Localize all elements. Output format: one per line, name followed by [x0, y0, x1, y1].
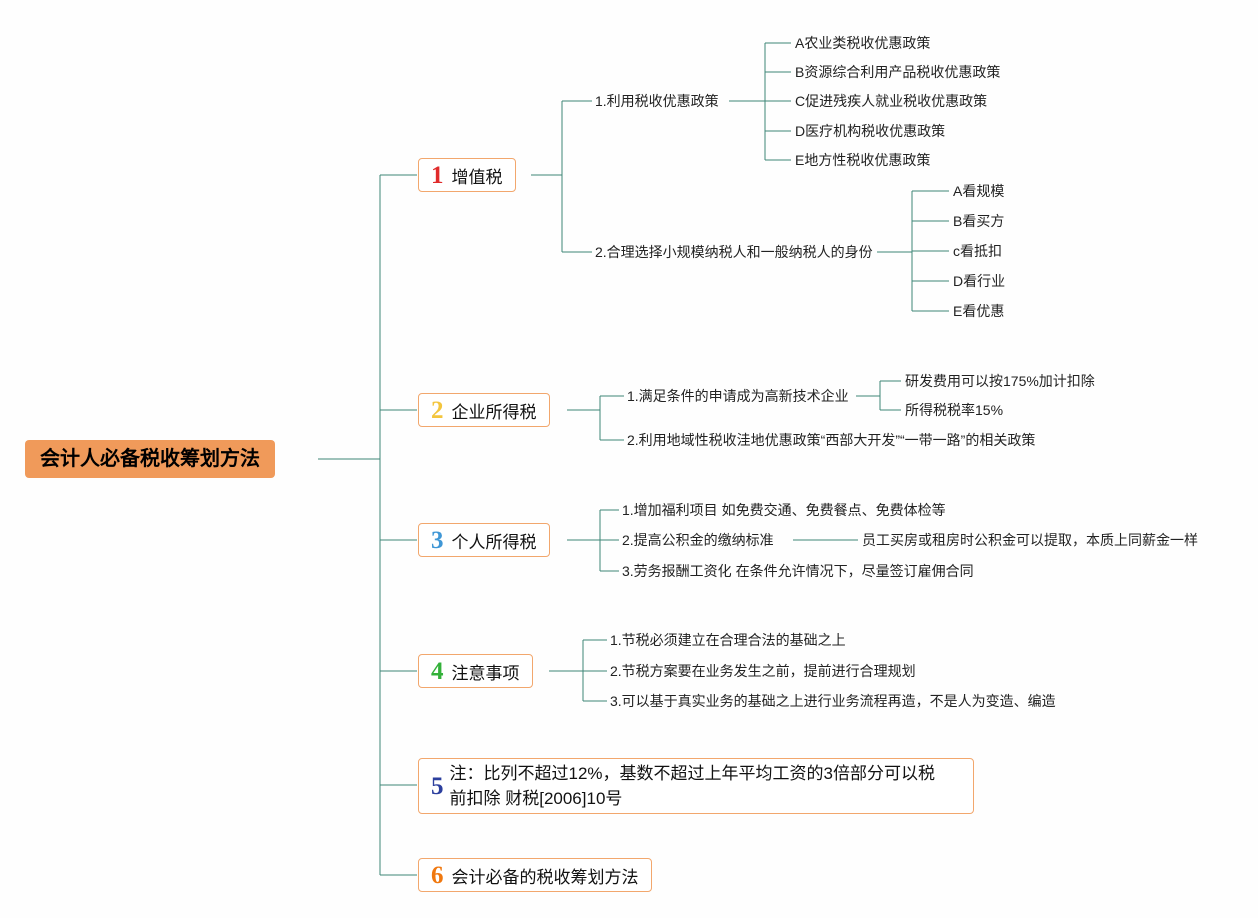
leaf-node[interactable]: C促进残疾人就业税收优惠政策 [795, 93, 988, 109]
topic-node[interactable]: 1.利用税收优惠政策 [595, 93, 719, 109]
leaf-node[interactable]: E看优惠 [953, 303, 1005, 319]
branch-important-notes[interactable]: 4 注意事项 [418, 654, 533, 688]
branch-label: 会计必备的税收筹划方法 [451, 867, 639, 887]
branch-label: 企业所得税 [451, 402, 537, 422]
topic-node[interactable]: 1.满足条件的申请成为高新技术企业 [627, 388, 849, 404]
branch-label: 个人所得税 [451, 532, 537, 552]
leaf-node[interactable]: A农业类税收优惠政策 [795, 35, 931, 51]
branch-quota-note[interactable]: 5 注：比列不超过12%，基数不超过上年平均工资的3倍部分可以税前扣除 财税[2… [418, 758, 974, 814]
leaf-node[interactable]: A看规模 [953, 183, 1005, 199]
topic-node[interactable]: 1.增加福利项目 如免费交通、免费餐点、免费体检等 [622, 502, 946, 518]
topic-node[interactable]: 3.可以基于真实业务的基础之上进行业务流程再造，不是人为变造、编造 [610, 693, 1056, 709]
topic-node[interactable]: 2.利用地域性税收洼地优惠政策“西部大开发”“一带一路”的相关政策 [627, 432, 1036, 448]
leaf-node[interactable]: c看抵扣 [953, 243, 1002, 259]
topic-node[interactable]: 1.节税必须建立在合理合法的基础之上 [610, 632, 846, 648]
branch-number: 4 [431, 657, 444, 685]
branch-corporate-income-tax[interactable]: 2 企业所得税 [418, 393, 550, 427]
topic-node[interactable]: 2.提高公积金的缴纳标准 [622, 532, 774, 548]
leaf-node[interactable]: 员工买房或租房时公积金可以提取，本质上同薪金一样 [862, 532, 1198, 548]
branch-number: 6 [431, 861, 444, 889]
topic-node[interactable]: 3.劳务报酬工资化 在条件允许情况下，尽量签订雇佣合同 [622, 563, 974, 579]
leaf-node[interactable]: 研发费用可以按175%加计扣除 [905, 373, 1095, 389]
leaf-node[interactable]: D看行业 [953, 273, 1006, 289]
branch-accounting-methods[interactable]: 6 会计必备的税收筹划方法 [418, 858, 652, 892]
leaf-node[interactable]: B资源综合利用产品税收优惠政策 [795, 64, 1001, 80]
topic-node[interactable]: 2.节税方案要在业务发生之前，提前进行合理规划 [610, 663, 916, 679]
leaf-node[interactable]: D医疗机构税收优惠政策 [795, 123, 946, 139]
leaf-node[interactable]: 所得税税率15% [905, 402, 1004, 418]
leaf-node[interactable]: B看买方 [953, 213, 1005, 229]
branch-personal-income-tax[interactable]: 3 个人所得税 [418, 523, 550, 557]
branch-label: 增值税 [451, 167, 503, 187]
branch-number: 3 [431, 526, 444, 554]
branch-label: 注意事项 [451, 663, 520, 683]
branch-number: 5 [431, 772, 444, 800]
branch-number: 2 [431, 396, 444, 424]
branch-vat[interactable]: 1 增值税 [418, 158, 516, 192]
branch-number: 1 [431, 161, 444, 189]
leaf-node[interactable]: E地方性税收优惠政策 [795, 152, 931, 168]
topic-node[interactable]: 2.合理选择小规模纳税人和一般纳税人的身份 [595, 244, 873, 260]
root-node[interactable]: 会计人必备税收筹划方法 [25, 440, 275, 478]
branch-label: 注：比列不超过12%，基数不超过上年平均工资的3倍部分可以税前扣除 财税[200… [449, 764, 935, 808]
